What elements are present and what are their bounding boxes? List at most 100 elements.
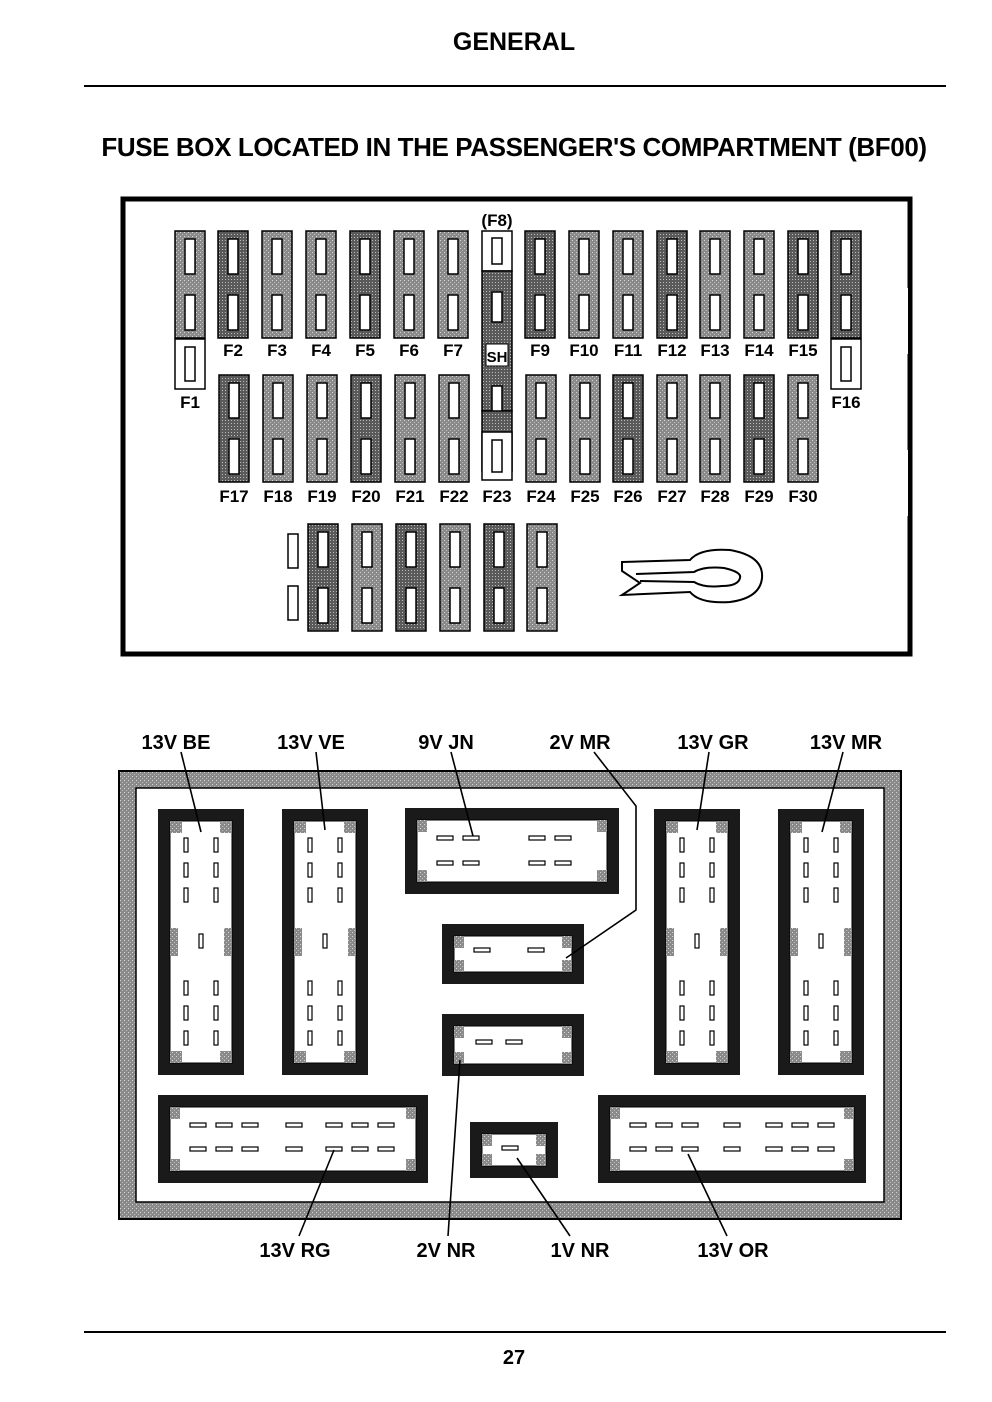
connectors bbox=[158, 808, 866, 1183]
frame-notch bbox=[903, 288, 908, 354]
fuse-label: F25 bbox=[570, 487, 599, 506]
connector-label: 13V BE bbox=[142, 732, 211, 754]
fuse-puller-tool bbox=[618, 548, 764, 604]
header-rule bbox=[84, 85, 946, 87]
spare-fuse-row bbox=[287, 523, 558, 632]
shunt-label: SH bbox=[487, 349, 508, 366]
connector-13v-or bbox=[598, 1095, 866, 1183]
leader-line bbox=[696, 751, 710, 831]
fuse-label: F4 bbox=[311, 341, 331, 360]
fuse-label: F13 bbox=[700, 341, 729, 360]
spare-fuse bbox=[395, 523, 427, 632]
connector-panel bbox=[118, 751, 902, 1237]
fuse-box-frame bbox=[120, 196, 913, 657]
fuse-f3 bbox=[261, 230, 293, 339]
fuse-f21 bbox=[394, 374, 426, 483]
leader-line bbox=[447, 1059, 461, 1237]
fuse-f29 bbox=[743, 374, 775, 483]
page-title: FUSE BOX LOCATED IN THE PASSENGER'S COMP… bbox=[101, 132, 927, 162]
fuse-f27 bbox=[656, 374, 688, 483]
connector-label: 2V NR bbox=[417, 1240, 476, 1262]
frame-notch bbox=[903, 450, 908, 516]
f8-label: (F8) bbox=[481, 211, 512, 230]
connector-13v-mr bbox=[778, 809, 864, 1075]
f8-shunt-column: SH bbox=[481, 230, 513, 481]
fuse-label: F15 bbox=[788, 341, 817, 360]
connector-label: 13V GR bbox=[677, 732, 749, 754]
fuse-f20 bbox=[350, 374, 382, 483]
fuse-label: F29 bbox=[744, 487, 773, 506]
leader-line bbox=[180, 751, 202, 833]
fuse-f30 bbox=[787, 374, 819, 483]
connector-label: 13V RG bbox=[259, 1240, 330, 1262]
fuse-label: F28 bbox=[700, 487, 729, 506]
spare-fuse-single bbox=[287, 533, 299, 621]
fuse-f10 bbox=[568, 230, 600, 339]
fuse-label: F17 bbox=[219, 487, 248, 506]
connector-2v-nr bbox=[442, 1014, 584, 1076]
leader-lines bbox=[180, 751, 844, 1237]
fuse-label: F6 bbox=[399, 341, 419, 360]
fuse-label: F22 bbox=[439, 487, 468, 506]
spare-fuse bbox=[439, 523, 471, 632]
spare-fuse bbox=[307, 523, 339, 632]
section-header: GENERAL bbox=[452, 28, 576, 56]
footer-rule bbox=[84, 1331, 946, 1333]
connector-13v-gr bbox=[654, 809, 740, 1075]
leader-line bbox=[450, 751, 474, 837]
fuse-f12 bbox=[656, 230, 688, 339]
fuse-label: F1 bbox=[180, 393, 200, 412]
fuse-f18 bbox=[262, 374, 294, 483]
spare-fuse bbox=[483, 523, 515, 632]
fuse-f25 bbox=[569, 374, 601, 483]
fuse-label: F9 bbox=[530, 341, 550, 360]
connector-label: 13V MR bbox=[810, 732, 883, 754]
fuse-f6 bbox=[393, 230, 425, 339]
fuse-label: F27 bbox=[657, 487, 686, 506]
fuse-f24 bbox=[525, 374, 557, 483]
fuse-label: F16 bbox=[831, 393, 860, 412]
fuse-f26 bbox=[612, 374, 644, 483]
fuse-label: F12 bbox=[657, 341, 686, 360]
fuse-f16 bbox=[830, 230, 862, 339]
fuse-label: F26 bbox=[613, 487, 642, 506]
fuse-label: F30 bbox=[788, 487, 817, 506]
spare-fuse bbox=[526, 523, 558, 632]
connector-label: 1V NR bbox=[551, 1240, 610, 1262]
leader-line bbox=[315, 751, 326, 831]
connector-label: 2V MR bbox=[549, 732, 611, 754]
fuse-f4 bbox=[305, 230, 337, 339]
fuse-label: F5 bbox=[355, 341, 375, 360]
fuse-f14 bbox=[743, 230, 775, 339]
fuse-label: F2 bbox=[223, 341, 243, 360]
fuse-f2 bbox=[217, 230, 249, 339]
fuse-label: F19 bbox=[307, 487, 336, 506]
leader-line bbox=[687, 1153, 728, 1237]
fuse-label: F23 bbox=[482, 487, 511, 506]
fuse-f9 bbox=[524, 230, 556, 339]
connector-1v-nr bbox=[470, 1122, 558, 1178]
fuse-label: F3 bbox=[267, 341, 287, 360]
fuse-f19 bbox=[306, 374, 338, 483]
connector-2v-mr bbox=[442, 924, 584, 984]
fuse-label: F20 bbox=[351, 487, 380, 506]
connector-label: 13V VE bbox=[277, 732, 345, 754]
leader-line bbox=[298, 1149, 335, 1237]
fuse-label: F7 bbox=[443, 341, 463, 360]
fuse-f17 bbox=[218, 374, 250, 483]
connector-13v-ve bbox=[282, 809, 368, 1075]
fuse-label: F21 bbox=[395, 487, 424, 506]
connector-9v-jn bbox=[405, 808, 619, 894]
connector-label: 13V OR bbox=[697, 1240, 769, 1262]
fuse-f13 bbox=[699, 230, 731, 339]
fuse-f7 bbox=[437, 230, 469, 339]
leader-line bbox=[516, 1157, 571, 1237]
leader-line bbox=[821, 751, 844, 833]
leader-line bbox=[565, 751, 637, 959]
fuse-label: F24 bbox=[526, 487, 556, 506]
